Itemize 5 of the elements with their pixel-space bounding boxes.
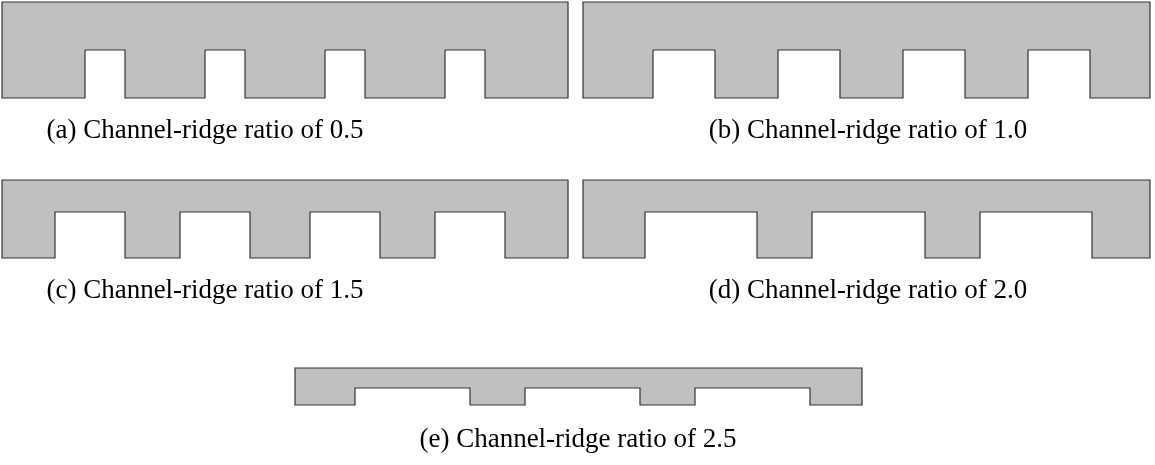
figure-caption: (b) Channel-ridge ratio of 1.0 <box>708 114 1028 144</box>
figure-caption: (d) Channel-ridge ratio of 2.0 <box>708 274 1028 304</box>
figure-caption: (a) Channel-ridge ratio of 0.5 <box>46 114 364 144</box>
figure-caption: (e) Channel-ridge ratio of 2.5 <box>419 423 737 453</box>
figure-caption: (c) Channel-ridge ratio of 1.5 <box>46 274 364 304</box>
